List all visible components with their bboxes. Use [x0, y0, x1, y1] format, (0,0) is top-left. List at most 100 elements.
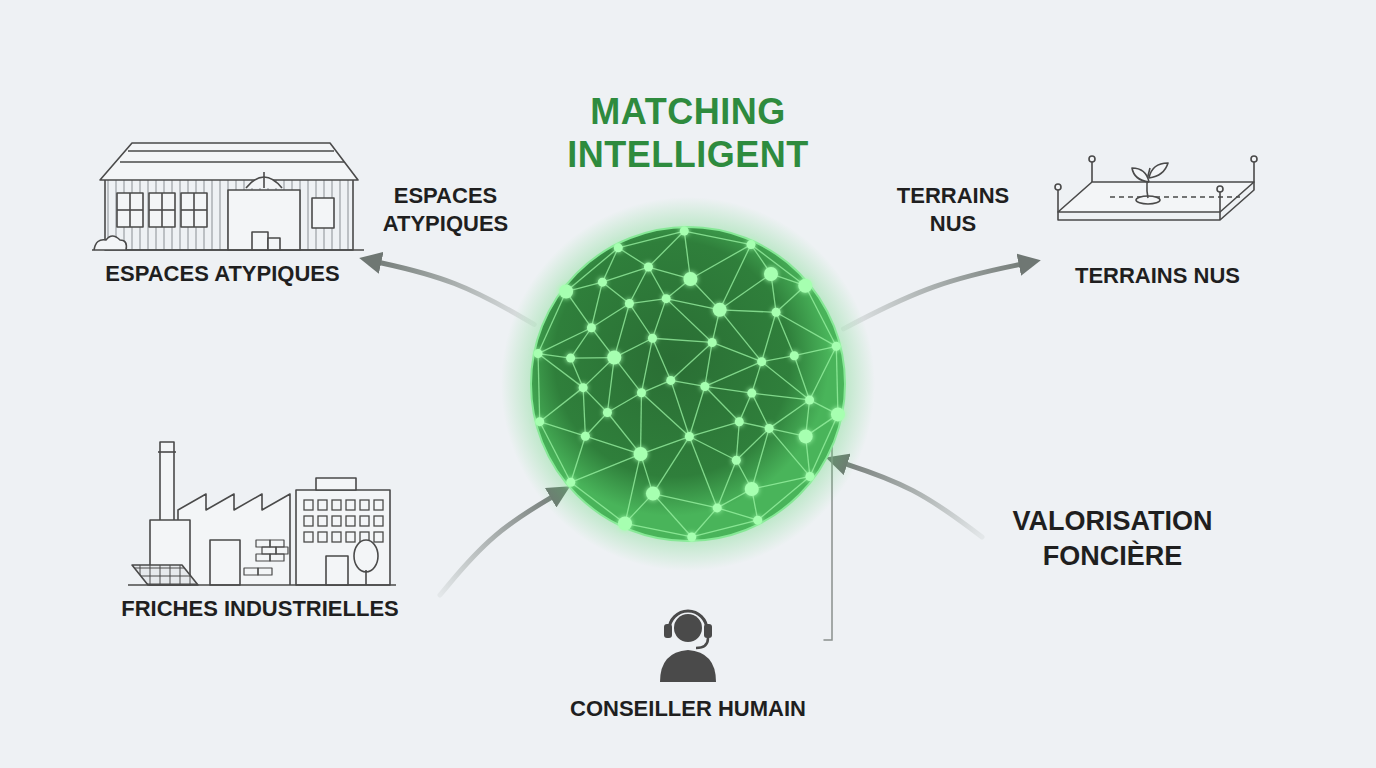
- warehouse-icon-part-part: [149, 193, 175, 227]
- network-dots-part: [535, 417, 544, 426]
- network-dots-part: [685, 432, 694, 441]
- network-links-part: [671, 380, 705, 386]
- network-dots-part: [625, 299, 634, 308]
- factory-icon-part: [354, 540, 378, 572]
- land-plot-icon-part: [1058, 182, 1254, 220]
- network-links-part: [705, 342, 712, 386]
- network-links-part: [571, 436, 586, 482]
- network-links-part: [602, 248, 618, 282]
- matching-sphere: MATCHING INTELLIGENT: [516, 90, 860, 545]
- network-links-part: [720, 310, 762, 362]
- network-links-part: [752, 393, 769, 428]
- factory-icon-part-part: [244, 568, 258, 575]
- advisor-icon-part: [664, 624, 672, 638]
- network-links-part: [566, 248, 618, 292]
- network-links-part: [690, 245, 751, 279]
- network-links-part: [625, 454, 641, 523]
- advisor-icon: [660, 611, 716, 682]
- factory-icon-part-part: [256, 554, 270, 561]
- land-node: TERRAINS NUS: [1036, 170, 1279, 290]
- network-dots-part: [798, 279, 812, 293]
- flow-arrow: [440, 491, 562, 595]
- network-links-part: [794, 356, 809, 400]
- network-dots-part: [805, 395, 814, 404]
- network-dots-part: [648, 334, 657, 343]
- network-links-part: [758, 476, 810, 520]
- network-dots-part: [687, 532, 696, 541]
- advisor-icon-part: [704, 624, 712, 638]
- network-links-part: [752, 476, 810, 489]
- network-links-part: [705, 386, 739, 421]
- factory-icon-part: [244, 540, 288, 575]
- network-dots-part: [732, 456, 741, 465]
- network-links-part: [684, 231, 751, 245]
- network-links-part: [629, 299, 666, 304]
- network-dots-part: [713, 303, 727, 317]
- land-plot-icon: [1055, 156, 1257, 220]
- network-dots-part: [747, 389, 756, 398]
- factory-icon-part-part: [270, 540, 284, 547]
- network-links: [538, 231, 838, 537]
- node-label: FRICHES INDUSTRIELLES: [84, 595, 436, 623]
- network-dots-part: [680, 227, 689, 236]
- diagram-heading: MATCHING INTELLIGENT: [516, 90, 860, 176]
- network-dots-part: [683, 272, 697, 286]
- factory-icon-part: [160, 442, 174, 522]
- network-links-part: [618, 231, 684, 248]
- factory-icon-part-part: [256, 540, 270, 547]
- warehouse-icon-part: [268, 238, 280, 250]
- network-dots-part: [790, 351, 799, 360]
- network-dots-part: [747, 240, 756, 249]
- advisor-icon-part: [674, 614, 702, 642]
- network-links-part: [705, 386, 752, 393]
- network-links-part: [641, 437, 690, 455]
- network-links-part: [666, 299, 712, 343]
- network-dots-part: [587, 323, 596, 332]
- network-dots-part: [559, 285, 573, 299]
- network-links-part: [641, 393, 689, 437]
- warehouse-icon-part: [181, 209, 207, 211]
- network-links-part: [810, 346, 837, 400]
- network-links-part: [776, 312, 836, 346]
- network-links-part: [629, 304, 652, 339]
- network-links-part: [717, 460, 736, 508]
- network-dots-part: [772, 308, 781, 317]
- network-links-part: [641, 338, 652, 393]
- network-dots-part: [598, 278, 607, 287]
- network-dots-part: [700, 382, 709, 391]
- land-plot-icon-part: [1219, 212, 1221, 220]
- network-links-part: [720, 245, 751, 310]
- network-links-part: [653, 494, 717, 508]
- warehouse-icon-part: [120, 161, 344, 163]
- network-dots-part: [799, 429, 813, 443]
- factory-icon-part: [296, 490, 390, 585]
- network-links-part: [538, 354, 540, 422]
- network-dots-part: [708, 338, 717, 347]
- network-links-part: [666, 299, 720, 310]
- network-links-part: [689, 437, 736, 461]
- network-links-part: [538, 328, 591, 354]
- network-dots-part: [637, 388, 646, 397]
- factory-icon-part: [302, 498, 386, 546]
- network-dots-part: [745, 482, 759, 496]
- network-links-part: [571, 454, 641, 482]
- network-sphere-part: [501, 197, 875, 571]
- flow-label: ESPACES ATYPIQUES: [368, 182, 523, 237]
- network-dots-part: [634, 447, 648, 461]
- factory-icon: [128, 442, 396, 585]
- warehouse-icon-part-part: [228, 190, 300, 250]
- flow-arrow: [368, 260, 534, 324]
- factory-icon-part: [326, 556, 348, 585]
- land-plot-icon-part: [1132, 168, 1149, 182]
- network-links-part: [671, 342, 712, 380]
- network-links-part: [762, 356, 795, 362]
- network-links-part: [583, 388, 607, 413]
- network-links-part: [836, 346, 838, 414]
- network-links-part: [585, 436, 640, 454]
- network-links-part: [602, 267, 648, 282]
- network-links-part: [751, 245, 805, 286]
- network-links-part: [607, 393, 641, 413]
- land-plot-icon-part: [1055, 184, 1061, 190]
